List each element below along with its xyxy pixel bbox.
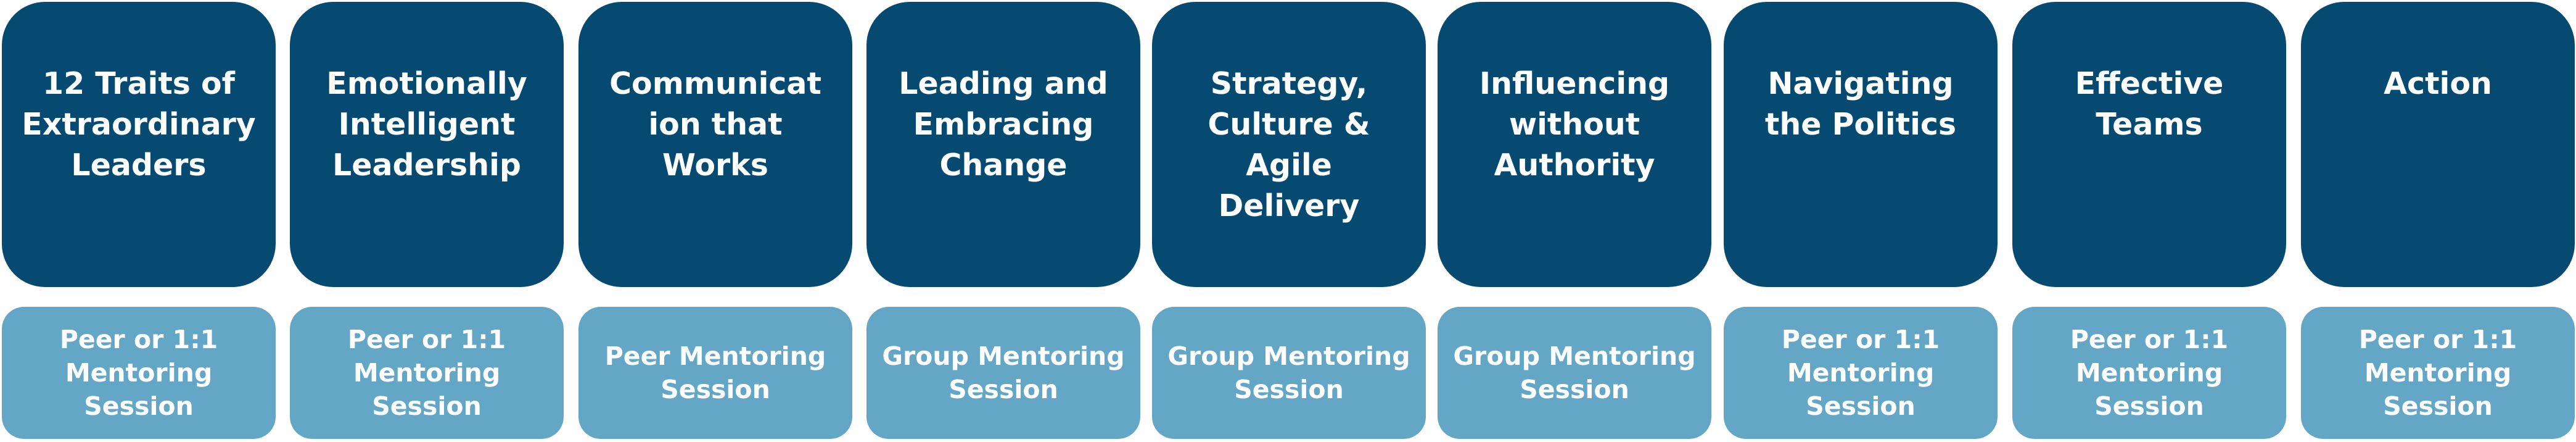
topic-label: Leading and Embracing Change bbox=[899, 66, 1108, 183]
session-box: Group Mentoring Session bbox=[866, 307, 1140, 439]
session-label: Group Mentoring Session bbox=[1453, 341, 1696, 404]
session-box: Peer or 1:1 Mentoring Session bbox=[2, 307, 276, 439]
topic-label: 12 Traits of Extraordinary Leaders bbox=[22, 66, 256, 183]
session-label: Peer or 1:1 Mentoring Session bbox=[59, 325, 218, 421]
topic-box: Leading and Embracing Change bbox=[866, 2, 1140, 287]
session-label: Peer Mentoring Session bbox=[604, 341, 826, 404]
session-box: Peer or 1:1 Mentoring Session bbox=[1724, 307, 1998, 439]
session-label: Group Mentoring Session bbox=[882, 341, 1125, 404]
session-box: Peer or 1:1 Mentoring Session bbox=[2301, 307, 2575, 439]
topic-box: Navigating the Politics bbox=[1724, 2, 1998, 287]
topic-box: Influencing without Authority bbox=[1438, 2, 1711, 287]
session-label: Peer or 1:1 Mentoring Session bbox=[2070, 325, 2229, 421]
session-box: Peer Mentoring Session bbox=[578, 307, 852, 439]
step-column: Influencing without Authority Group Ment… bbox=[1438, 0, 1711, 442]
session-box: Peer or 1:1 Mentoring Session bbox=[2012, 307, 2286, 439]
step-column: Emotionally Intelligent Leadership Peer … bbox=[290, 0, 564, 442]
step-column: Communicat ion that Works Peer Mentoring… bbox=[578, 0, 852, 442]
step-column: Strategy, Culture & Agile Delivery Group… bbox=[1152, 0, 1426, 442]
session-label: Peer or 1:1 Mentoring Session bbox=[1781, 325, 1940, 421]
session-box: Group Mentoring Session bbox=[1152, 307, 1426, 439]
session-label: Peer or 1:1 Mentoring Session bbox=[2358, 325, 2517, 421]
topic-box: Emotionally Intelligent Leadership bbox=[290, 2, 564, 287]
session-box: Group Mentoring Session bbox=[1438, 307, 1711, 439]
session-label: Group Mentoring Session bbox=[1167, 341, 1410, 404]
session-label: Peer or 1:1 Mentoring Session bbox=[347, 325, 506, 421]
session-box: Peer or 1:1 Mentoring Session bbox=[290, 307, 564, 439]
step-column: Navigating the Politics Peer or 1:1 Ment… bbox=[1724, 0, 1998, 442]
topic-label: Communicat ion that Works bbox=[609, 66, 821, 183]
step-column: Effective Teams Peer or 1:1 Mentoring Se… bbox=[2012, 0, 2286, 442]
topic-box: 12 Traits of Extraordinary Leaders bbox=[2, 2, 276, 287]
topic-label: Emotionally Intelligent Leadership bbox=[326, 66, 527, 183]
step-column: Action Peer or 1:1 Mentoring Session bbox=[2301, 0, 2575, 442]
topic-box: Communicat ion that Works bbox=[578, 2, 852, 287]
topic-label: Effective Teams bbox=[2075, 66, 2224, 142]
topic-label: Influencing without Authority bbox=[1479, 66, 1670, 183]
topic-label: Action bbox=[2384, 66, 2492, 101]
step-column: 12 Traits of Extraordinary Leaders Peer … bbox=[2, 0, 276, 442]
topic-box: Strategy, Culture & Agile Delivery bbox=[1152, 2, 1426, 287]
topic-label: Navigating the Politics bbox=[1764, 66, 1957, 142]
step-column: Leading and Embracing Change Group Mento… bbox=[866, 0, 1140, 442]
topic-box: Effective Teams bbox=[2012, 2, 2286, 287]
topic-box: Action bbox=[2301, 2, 2575, 287]
topic-label: Strategy, Culture & Agile Delivery bbox=[1208, 66, 1370, 223]
